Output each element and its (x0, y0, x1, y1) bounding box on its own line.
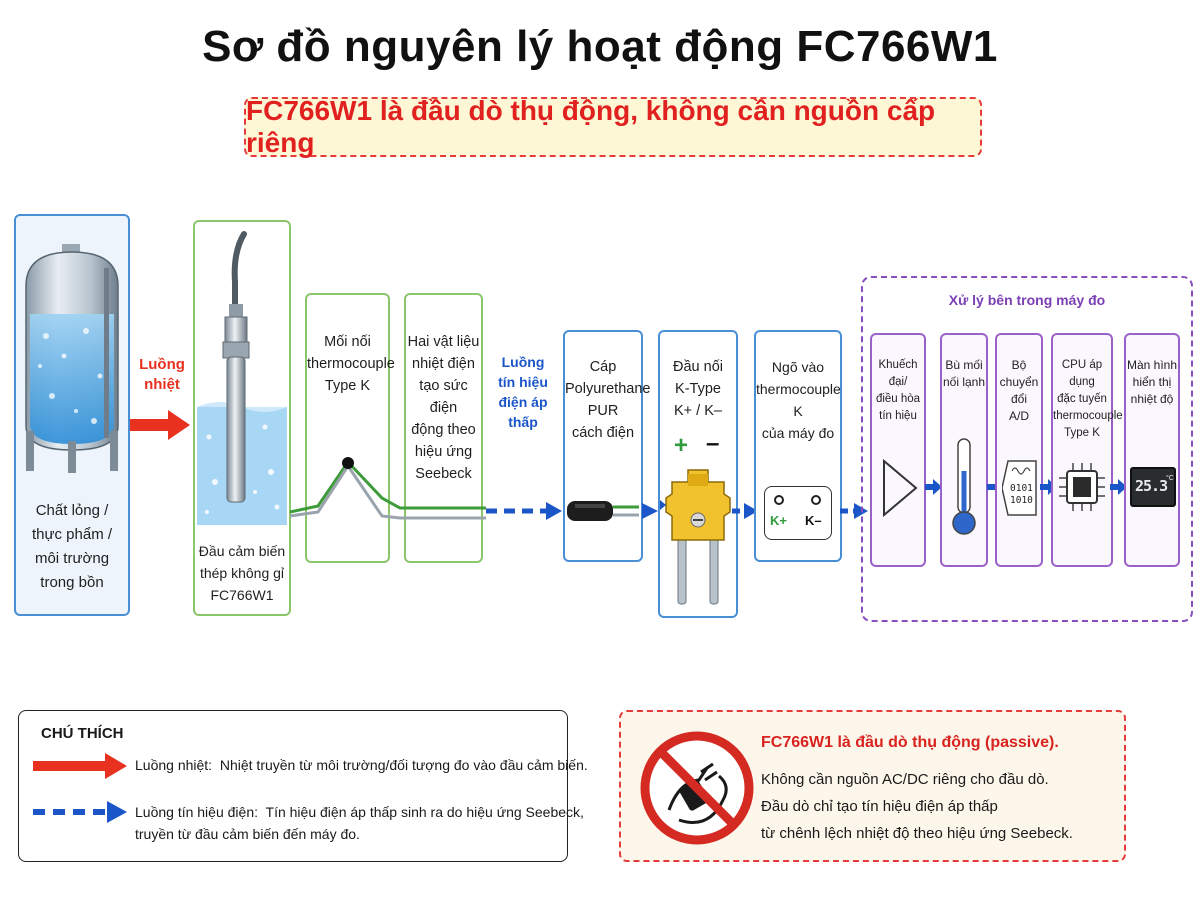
arrow-step-4 (1110, 479, 1127, 495)
legend-box: CHÚ THÍCH Luồng nhiệt: Nhiệt truyền từ m… (18, 710, 588, 862)
adc-bits-1: 0101 (1010, 483, 1033, 494)
ad-converter-icon: 0101 1010 (1002, 459, 1040, 517)
legend-signal-text: Luồng tín hiệu điện: Tín hiệu điện áp th… (135, 804, 584, 842)
page-title: Sơ đồ nguyên lý hoạt động FC766W1 (202, 22, 998, 71)
k-type-connector-icon (660, 469, 731, 605)
subtitle: FC766W1 là đầu dò thụ động, không cần ng… (246, 95, 936, 158)
arrow-to-input (732, 503, 758, 519)
probe-icon (197, 231, 287, 525)
adc-bits-2: 1010 (1010, 495, 1033, 506)
passive-lines: Không cần nguồn AC/DC riêng cho đầu dò.Đ… (761, 771, 1073, 842)
junction-point (342, 457, 354, 469)
subtitle-box: FC766W1 là đầu dò thụ động, không cần ng… (244, 95, 982, 158)
cpu-chip-icon (1059, 463, 1105, 511)
display-unit: °C (1166, 475, 1174, 482)
socket-kminus: K– (805, 513, 822, 528)
thermocouple-wires (290, 457, 486, 520)
legend-heat-arrow (33, 753, 127, 779)
processing-title: Xử lý bên trong máy đo (948, 292, 1106, 308)
input-socket: K+ K– (764, 486, 832, 540)
cable-icon (567, 501, 639, 521)
legend-signal-arrow (33, 801, 127, 823)
signal-flow-arrow (486, 502, 562, 520)
arrow-step-1 (925, 479, 942, 495)
no-power-plug-icon (640, 731, 754, 845)
tank-icon (25, 244, 119, 473)
socket-kplus: K+ (770, 513, 787, 528)
display-value: 25.3 (1135, 477, 1168, 495)
display-icon: 25.3 °C (1130, 467, 1176, 507)
amplifier-icon (883, 458, 918, 518)
legend-heat-text: Luồng nhiệt: Nhiệt truyền từ môi trường/… (135, 757, 588, 773)
connector-minus: – (706, 430, 720, 457)
legend-title: CHÚ THÍCH (41, 725, 124, 742)
connector-plus: + (674, 432, 689, 459)
processing-container: Xử lý bên trong máy đo (861, 276, 1193, 622)
arrow-to-connector (642, 503, 658, 519)
thermometer-icon (952, 438, 976, 535)
passive-title: FC766W1 là đầu dò thụ động (passive). (761, 734, 1059, 751)
passive-note-box: FC766W1 là đầu dò thụ động (passive). Kh… (619, 710, 1126, 862)
heat-flow-arrow (130, 410, 190, 440)
